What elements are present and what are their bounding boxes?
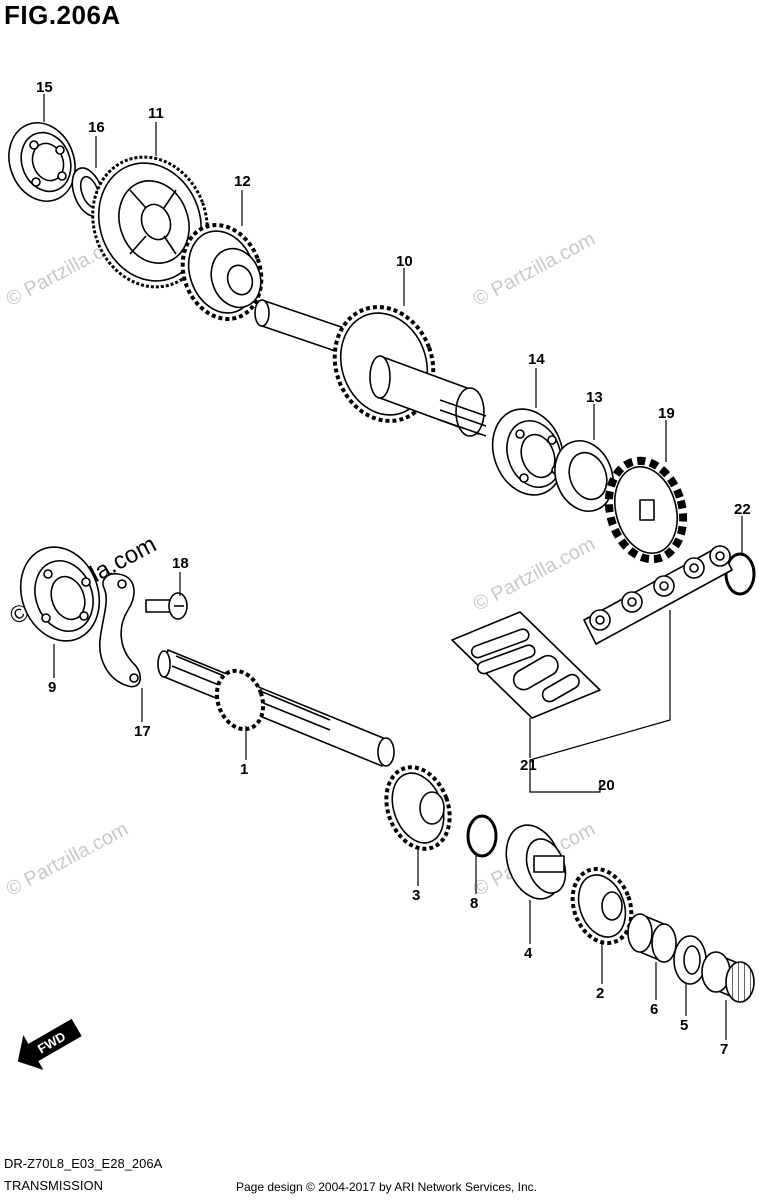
part-2-gear[interactable]	[563, 861, 642, 952]
part-20-drive-chain[interactable]	[583, 545, 733, 645]
part-9-bearing[interactable]	[8, 536, 112, 652]
section-name: TRANSMISSION	[4, 1178, 103, 1193]
part-7-needle-bearing[interactable]	[701, 951, 755, 1003]
part-4-gear-hub[interactable]	[497, 817, 573, 906]
leader-lines	[43, 94, 743, 1040]
part-3-gear[interactable]	[375, 758, 460, 857]
part-17-bearing-retainer[interactable]	[99, 572, 141, 688]
forward-arrow-icon: FWD	[17, 1018, 82, 1070]
part-6-bushing[interactable]	[627, 913, 677, 963]
part-13-oil-seal[interactable]	[545, 433, 622, 520]
callout-10[interactable]: 10	[396, 253, 413, 270]
callout-6[interactable]: 6	[650, 1001, 658, 1018]
part-22-circlip[interactable]	[724, 552, 756, 596]
callout-2[interactable]: 2	[596, 985, 604, 1002]
callout-8[interactable]: 8	[470, 895, 478, 912]
part-15-bearing[interactable]	[0, 113, 86, 210]
callout-3[interactable]: 3	[412, 887, 420, 904]
part-18-screw[interactable]	[145, 592, 188, 620]
part-19-sprocket[interactable]	[598, 452, 693, 567]
callout-1[interactable]: 1	[240, 761, 248, 778]
copyright-notice: Page design © 2004-2017 by ARI Network S…	[236, 1180, 538, 1194]
callout-14[interactable]: 14	[528, 351, 545, 368]
callout-19[interactable]: 19	[658, 405, 675, 422]
callout-7[interactable]: 7	[720, 1041, 728, 1058]
callout-5[interactable]: 5	[680, 1017, 688, 1034]
callout-16[interactable]: 16	[88, 119, 105, 136]
diagram-code: DR-Z70L8_E03_E28_206A	[4, 1156, 163, 1171]
callout-15[interactable]: 15	[36, 79, 53, 96]
part-5-washer[interactable]	[673, 935, 707, 985]
callout-21[interactable]: 21	[520, 757, 537, 774]
callout-17[interactable]: 17	[134, 723, 151, 740]
callout-labels: 15 16 11 12 10 14 13 19 22 18 9 17 1 21 …	[36, 79, 751, 1058]
part-14-bearing[interactable]	[481, 399, 575, 505]
part-10-countershaft[interactable]	[254, 293, 487, 437]
callout-9[interactable]: 9	[48, 679, 56, 696]
part-11-large-gear[interactable]	[75, 141, 225, 303]
callout-12[interactable]: 12	[234, 173, 251, 190]
callout-11[interactable]: 11	[148, 105, 164, 122]
callout-4[interactable]: 4	[524, 945, 533, 962]
callout-22[interactable]: 22	[734, 501, 751, 518]
part-12-gear[interactable]	[170, 214, 274, 330]
callout-18[interactable]: 18	[172, 555, 189, 572]
part-8-circlip[interactable]	[466, 814, 498, 858]
part-21-chain-joint-box[interactable]	[451, 611, 601, 719]
part-1-main-shaft[interactable]	[157, 649, 395, 767]
callout-20[interactable]: 20	[598, 777, 615, 794]
figure-title: FIG.206A	[4, 0, 121, 30]
callout-13[interactable]: 13	[586, 389, 603, 406]
